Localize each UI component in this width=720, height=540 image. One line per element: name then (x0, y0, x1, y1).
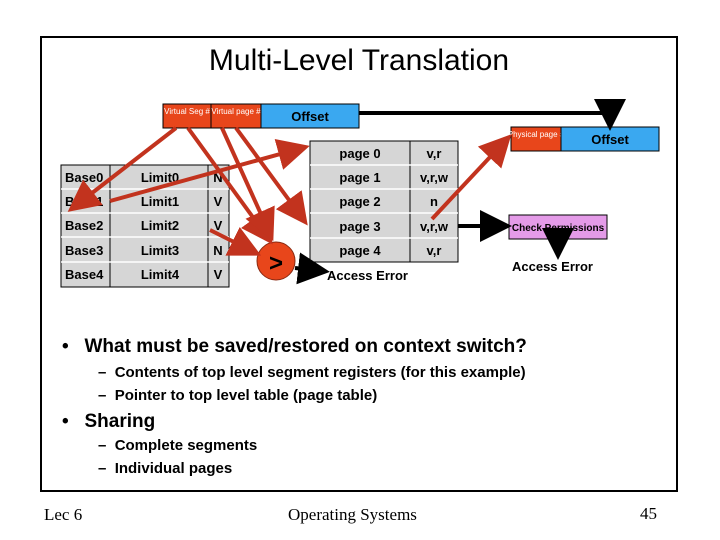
sub-bullet: – Pointer to top level table (page table… (98, 387, 378, 404)
access-error-label-2: Access Error (512, 259, 593, 274)
segment-base: Base0 (65, 170, 103, 185)
page-entry: page 3 (339, 219, 380, 234)
segment-limit: Limit4 (141, 267, 180, 282)
virtual-page-label: Virtual page # (211, 107, 261, 116)
access-error-label: Access Error (327, 268, 408, 283)
sub-bullet: – Contents of top level segment register… (98, 364, 526, 381)
virtual-offset-field (260, 103, 360, 129)
segment-valid: V (214, 218, 223, 233)
page-table: page 0 v,r page 1 v,r,w page 2 n page 3 … (309, 140, 459, 263)
virtual-offset-label: Offset (291, 109, 329, 124)
page-entry: page 2 (339, 194, 380, 209)
check-permissions-label: Check Permissions (512, 223, 605, 234)
bullet-sharing: • Sharing (62, 411, 156, 432)
slide-title: Multi-Level Translation (208, 44, 510, 77)
sub-bullet-text: Individual pages (114, 460, 233, 477)
page-entry: page 4 (339, 243, 381, 258)
bullet-text: Sharing (84, 411, 156, 432)
sub-bullet: – Individual pages (98, 460, 233, 477)
virtual-address: Virtual Seg # Virtual page # Offset (162, 103, 360, 129)
segment-valid: N (213, 243, 222, 258)
page-entry: page 0 (339, 146, 380, 161)
segment-valid: V (214, 194, 223, 209)
segment-limit: Limit1 (141, 194, 179, 209)
physical-offset-label: Offset (591, 132, 629, 147)
segment-base: Base2 (65, 218, 103, 233)
virtual-seg-label: Virtual Seg # (164, 107, 210, 116)
page-number: 45 (640, 504, 657, 523)
segment-limit: Limit0 (141, 170, 179, 185)
segment-limit: Limit2 (141, 218, 179, 233)
physical-page-label: Physical page # (508, 130, 565, 139)
sub-bullet-text: Complete segments (114, 437, 258, 454)
sub-bullet-text: Contents of top level segment registers … (114, 364, 526, 381)
segment-base: Base3 (65, 243, 103, 258)
page-perm: v,r (427, 243, 442, 258)
footer-lecture: Lec 6 (44, 505, 83, 524)
page-perm: v,r,w (420, 219, 449, 234)
check-permissions-box: Check Permissions (508, 214, 608, 240)
page-perm: v,r (427, 146, 442, 161)
slide-frame (40, 36, 678, 492)
segment-valid: V (214, 267, 223, 282)
segment-table: Base0 Limit0 N Base1 Limit1 V Base2 Limi… (60, 164, 230, 288)
page-entry: page 1 (339, 170, 380, 185)
segment-limit: Limit3 (141, 243, 179, 258)
arrows (67, 99, 626, 285)
bullet-context-switch: • What must be saved/restored on context… (62, 336, 527, 357)
sub-bullet-text: Pointer to top level table (page table) (114, 387, 378, 404)
segment-valid: N (213, 170, 222, 185)
page-perm: v,r,w (420, 170, 449, 185)
page-perm: n (430, 194, 438, 209)
compare-node: > (256, 241, 296, 281)
segment-base: Base4 (65, 267, 104, 282)
compare-symbol: > (269, 250, 283, 277)
bullet-text: What must be saved/restored on context s… (84, 336, 527, 357)
physical-offset-field (560, 126, 660, 152)
sub-bullet: – Complete segments (98, 437, 258, 454)
virtual-seg-field (162, 103, 212, 129)
physical-page-field (510, 126, 562, 152)
physical-address: Physical page # Offset (508, 126, 660, 152)
footer-course: Operating Systems (288, 505, 417, 524)
